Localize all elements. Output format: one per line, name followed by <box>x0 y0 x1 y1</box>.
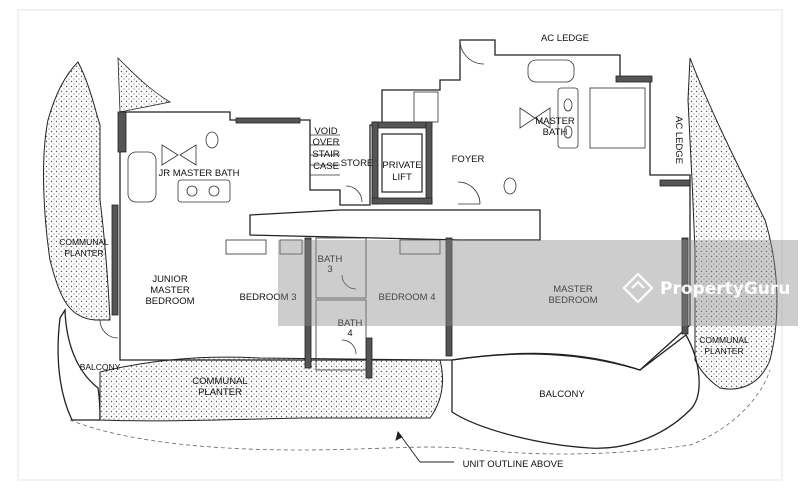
label-private-lift-2: LIFT <box>392 172 412 183</box>
label-master-bath-1: MASTER <box>535 116 575 127</box>
label-master-bedroom-2: BEDROOM <box>548 295 597 306</box>
wardrobe-master-bed <box>279 239 303 255</box>
label-ac-ledge-top: AC LEDGE <box>541 33 589 44</box>
planter-right <box>687 57 778 390</box>
wall-strip-jr-top <box>117 111 127 153</box>
wardrobe-bed3 <box>225 239 267 255</box>
basin-2 <box>208 185 220 197</box>
label-unit-outline: UNIT OUTLINE ABOVE <box>463 459 564 470</box>
door-foyer <box>457 181 481 205</box>
label-foyer: FOYER <box>452 154 485 165</box>
label-bedroom-4: BEDROOM 4 <box>378 292 435 303</box>
label-jr-bedroom-3: BEDROOM <box>145 296 194 307</box>
label-planter-right-1: COMMUNAL <box>699 335 749 345</box>
unit-outline-leader <box>395 431 454 463</box>
stair-void <box>310 134 340 176</box>
wall-strip-master <box>681 237 689 335</box>
door-bath4 <box>341 339 357 355</box>
inner-corridor <box>249 209 541 241</box>
private-lift-box <box>381 133 423 193</box>
door-balcony-left <box>99 319 119 339</box>
label-planter-left-2: PLANTER <box>64 248 103 258</box>
wall-strip-acr <box>659 179 691 187</box>
label-void-3: STAIR <box>312 149 339 160</box>
door-main-entry <box>459 39 485 65</box>
balcony-left-outline <box>57 307 101 421</box>
wardrobe-bed4 <box>399 239 441 255</box>
wall-strip-jr-left <box>111 204 119 316</box>
wall-strip-lift-side-right <box>425 121 433 205</box>
label-balcony-left: BALCONY <box>80 362 121 372</box>
jr-bath-tub <box>127 151 157 203</box>
wall-strip-lift-bottom <box>371 197 433 205</box>
master-bath-tub <box>527 59 575 83</box>
label-master-bath-2: BATH <box>543 127 568 138</box>
unit-outline-above-dashed <box>69 369 771 455</box>
propertyguru-watermark: PropertyGuru <box>278 240 798 326</box>
label-bath4-1: BATH <box>338 318 363 329</box>
label-store: STORE <box>341 158 374 169</box>
watermark-band <box>278 240 798 326</box>
label-planter-right-2: PLANTER <box>704 346 743 356</box>
bath4-box <box>315 299 367 371</box>
planter-left-upper <box>117 56 172 113</box>
bowtie-jr-bath <box>161 144 197 166</box>
label-jr-bedroom-2: MASTER <box>150 285 190 296</box>
basin-1 <box>186 185 198 197</box>
label-void-4: CASE <box>313 161 339 172</box>
label-void-2: OVER <box>313 137 340 148</box>
drawing-frame <box>17 9 783 481</box>
wall-strip-jr-bath <box>235 117 301 124</box>
label-void-1: VOID <box>314 126 337 137</box>
label-bath3-1: BATH <box>318 254 343 265</box>
label-bedroom-3: BEDROOM 3 <box>239 292 296 303</box>
planter-left <box>43 61 111 321</box>
label-balcony-right: BALCONY <box>539 389 585 400</box>
watermark-text: PropertyGuru <box>660 279 790 299</box>
label-planter-left-1: COMMUNAL <box>59 237 109 247</box>
wall-strip-lift <box>371 121 433 129</box>
label-planter-bottom-1: COMMUNAL <box>192 376 247 387</box>
wall-strip-bed3 <box>304 237 312 369</box>
wardrobe-master <box>589 87 646 149</box>
label-bath4-2: 4 <box>347 328 352 339</box>
jr-bath-vanity <box>177 179 231 203</box>
wall-strip-bath4 <box>365 337 373 379</box>
label-ac-ledge-right: AC LEDGE <box>673 116 684 164</box>
label-bath3-2: 3 <box>327 264 332 275</box>
balcony-right-outline <box>451 334 700 449</box>
label-master-bedroom-1: MASTER <box>553 284 593 295</box>
bowtie-master-bath <box>519 107 551 129</box>
label-private-lift-1: PRIVATE <box>382 160 421 171</box>
label-jr-bedroom-1: JUNIOR <box>152 274 188 285</box>
mb-toilet <box>503 177 517 195</box>
planter-bottom <box>99 356 443 422</box>
mb-basin-1 <box>563 98 573 112</box>
door-store <box>345 185 363 203</box>
master-bath-vanity <box>557 87 579 149</box>
bath3-box <box>315 237 367 299</box>
jr-toilet <box>205 131 219 149</box>
label-planter-bottom-2: PLANTER <box>198 387 242 398</box>
wall-strip-bed4 <box>445 237 453 357</box>
label-jr-master-bath: JR MASTER BATH <box>158 168 239 179</box>
wall-strip-top-right <box>615 75 653 83</box>
mb-basin-2 <box>563 125 573 139</box>
foyer-fixture <box>413 91 439 123</box>
door-bath3 <box>341 274 357 290</box>
propertyguru-logo-icon <box>622 272 654 304</box>
unit-main-walls <box>119 39 691 371</box>
